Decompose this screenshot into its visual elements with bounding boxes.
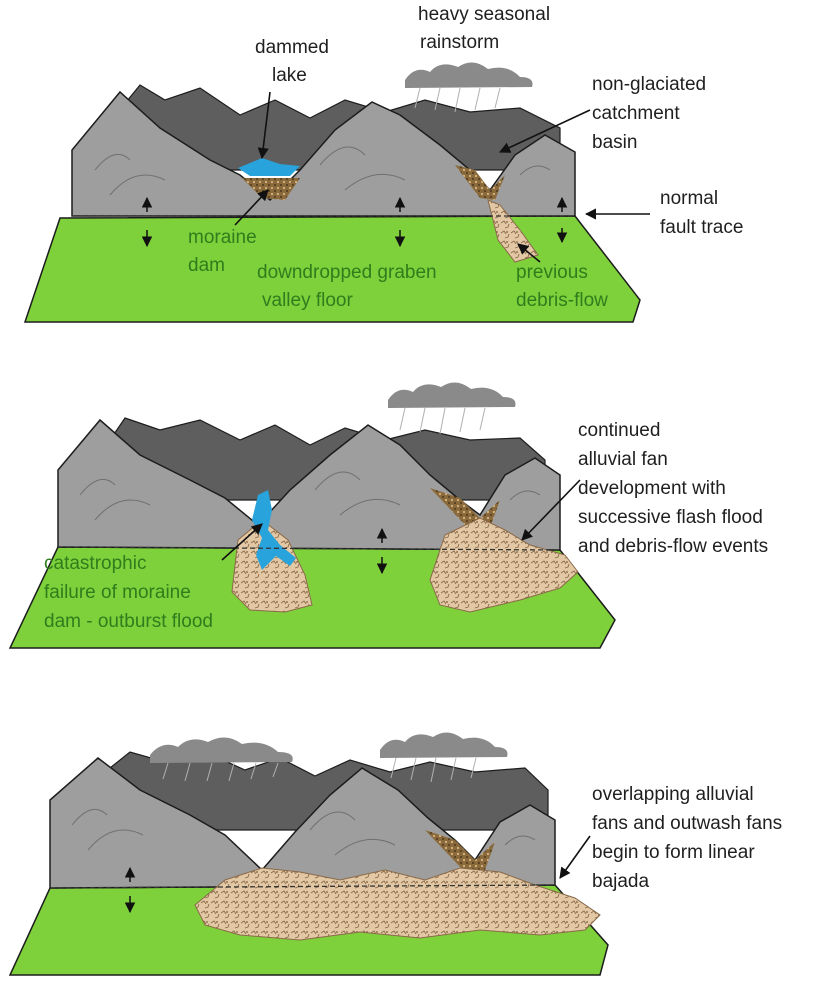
pointer-arrow-icon [559, 835, 591, 879]
fault-block-mountains [57, 418, 561, 551]
label-overlapping-fans: overlapping alluvial fans and outwash fa… [592, 784, 787, 892]
pointer-arrow-icon [521, 479, 581, 541]
label-rainstorm: heavy seasonal rainstorm [418, 4, 555, 53]
outburst-flood-fan [231, 519, 313, 613]
pointer-arrow-icon [498, 109, 591, 153]
label-dammed-lake: dammed lake [255, 37, 334, 86]
label-downdropped-graben: downdropped graben valley floor [257, 262, 442, 311]
label-catchment-basin: non-glaciated catchment basin [592, 74, 711, 153]
panel-stage-1: dammed lake heavy seasonal rainstorm non… [23, 4, 743, 323]
pointer-arrow-icon [517, 243, 541, 263]
alluvial-fan [429, 517, 579, 613]
pointer-arrow-icon [257, 91, 271, 160]
mountain-texture [94, 146, 551, 196]
dammed-lake-water [238, 158, 300, 176]
mountain-texture [71, 808, 536, 856]
outburst-water [252, 490, 296, 570]
label-moraine-dam: moraine dam [188, 227, 262, 276]
pointer-arrow-icon [234, 189, 269, 226]
label-continued-alluvial-fan: continued alluvial fan development with … [578, 420, 768, 557]
mountain-texture [79, 471, 541, 521]
fault-trace-line [49, 884, 556, 889]
label-catastrophic-failure: catastrophic failure of moraine dam - ou… [44, 553, 213, 632]
catchment-debris [425, 830, 495, 872]
rain-cloud-icon [380, 732, 508, 783]
rain-cloud-icon [150, 737, 293, 782]
label-normal-fault-trace: normal fault trace [660, 188, 743, 238]
label-previous-debris-flow: previous debris-flow [516, 262, 608, 311]
catchment-debris [455, 165, 505, 200]
panel-stage-3: overlapping alluvial fans and outwash fa… [8, 732, 787, 976]
bajada-fans [194, 867, 601, 941]
panel-stage-2: continued alluvial fan development with … [8, 382, 768, 649]
moraine-dam [242, 178, 300, 200]
fault-block-mountains [49, 757, 556, 889]
fault-block-mountains [71, 90, 576, 217]
fault-trace-line [57, 546, 561, 551]
pointer-arrow-icon [221, 523, 263, 561]
rain-cloud-icon [388, 382, 516, 435]
rain-cloud-icon [405, 62, 533, 113]
